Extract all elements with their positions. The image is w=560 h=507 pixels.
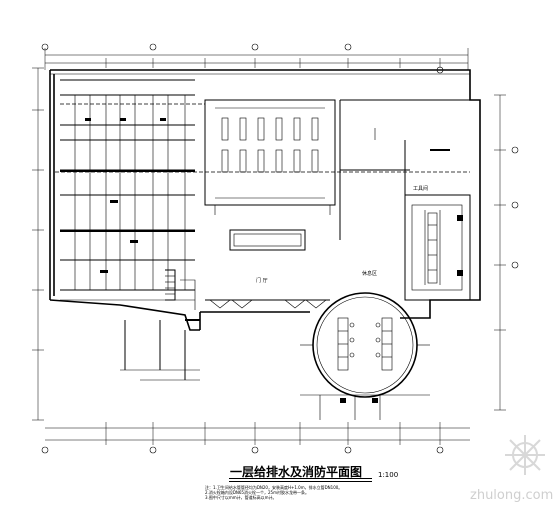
circular-meeting-room [300, 292, 430, 398]
drawing-title: 一层给排水及消防平面图 [230, 465, 363, 479]
top-dimension-lines [41, 43, 469, 74]
exterior-walls [49, 69, 481, 331]
lower-pipe-runs [120, 319, 430, 420]
central-hall [204, 99, 336, 251]
note-line-1: 注：1.卫生间给水管管径均为DN20，安装高度H+1.0m，排水立管DN100。 [205, 485, 343, 490]
entrance-doors [205, 299, 330, 309]
bottom-dimension-lines [41, 422, 470, 454]
office-label: 工具间 [413, 185, 428, 192]
note-line-2: 2.消火栓箱内设DN65消火栓一个，25m衬胶水龙带一条。 [205, 490, 309, 495]
watermark-text: zhulong.com [470, 488, 554, 503]
note-line-3: 3.图中尺寸以mm计，管道标高以m计。 [205, 495, 277, 500]
main-pipe-dashed [55, 103, 470, 173]
service-room [404, 194, 471, 301]
lower-left-stair [165, 269, 176, 301]
drawing-scale: 1:100 [378, 471, 399, 479]
rest-area-label: 休息区 [362, 270, 377, 277]
plumbing-grid-left [60, 79, 196, 310]
title-underline-thin [229, 481, 372, 482]
lobby-label: 门 厅 [256, 277, 268, 284]
drawing-notes: 注：1.卫生间给水管管径均为DN20，安装高度H+1.0m，排水立管DN100。… [205, 485, 342, 500]
watermark-logo-icon [505, 435, 545, 475]
title-underline [229, 478, 372, 479]
left-dimension-lines [32, 67, 44, 421]
right-dimension-lines [494, 94, 519, 411]
